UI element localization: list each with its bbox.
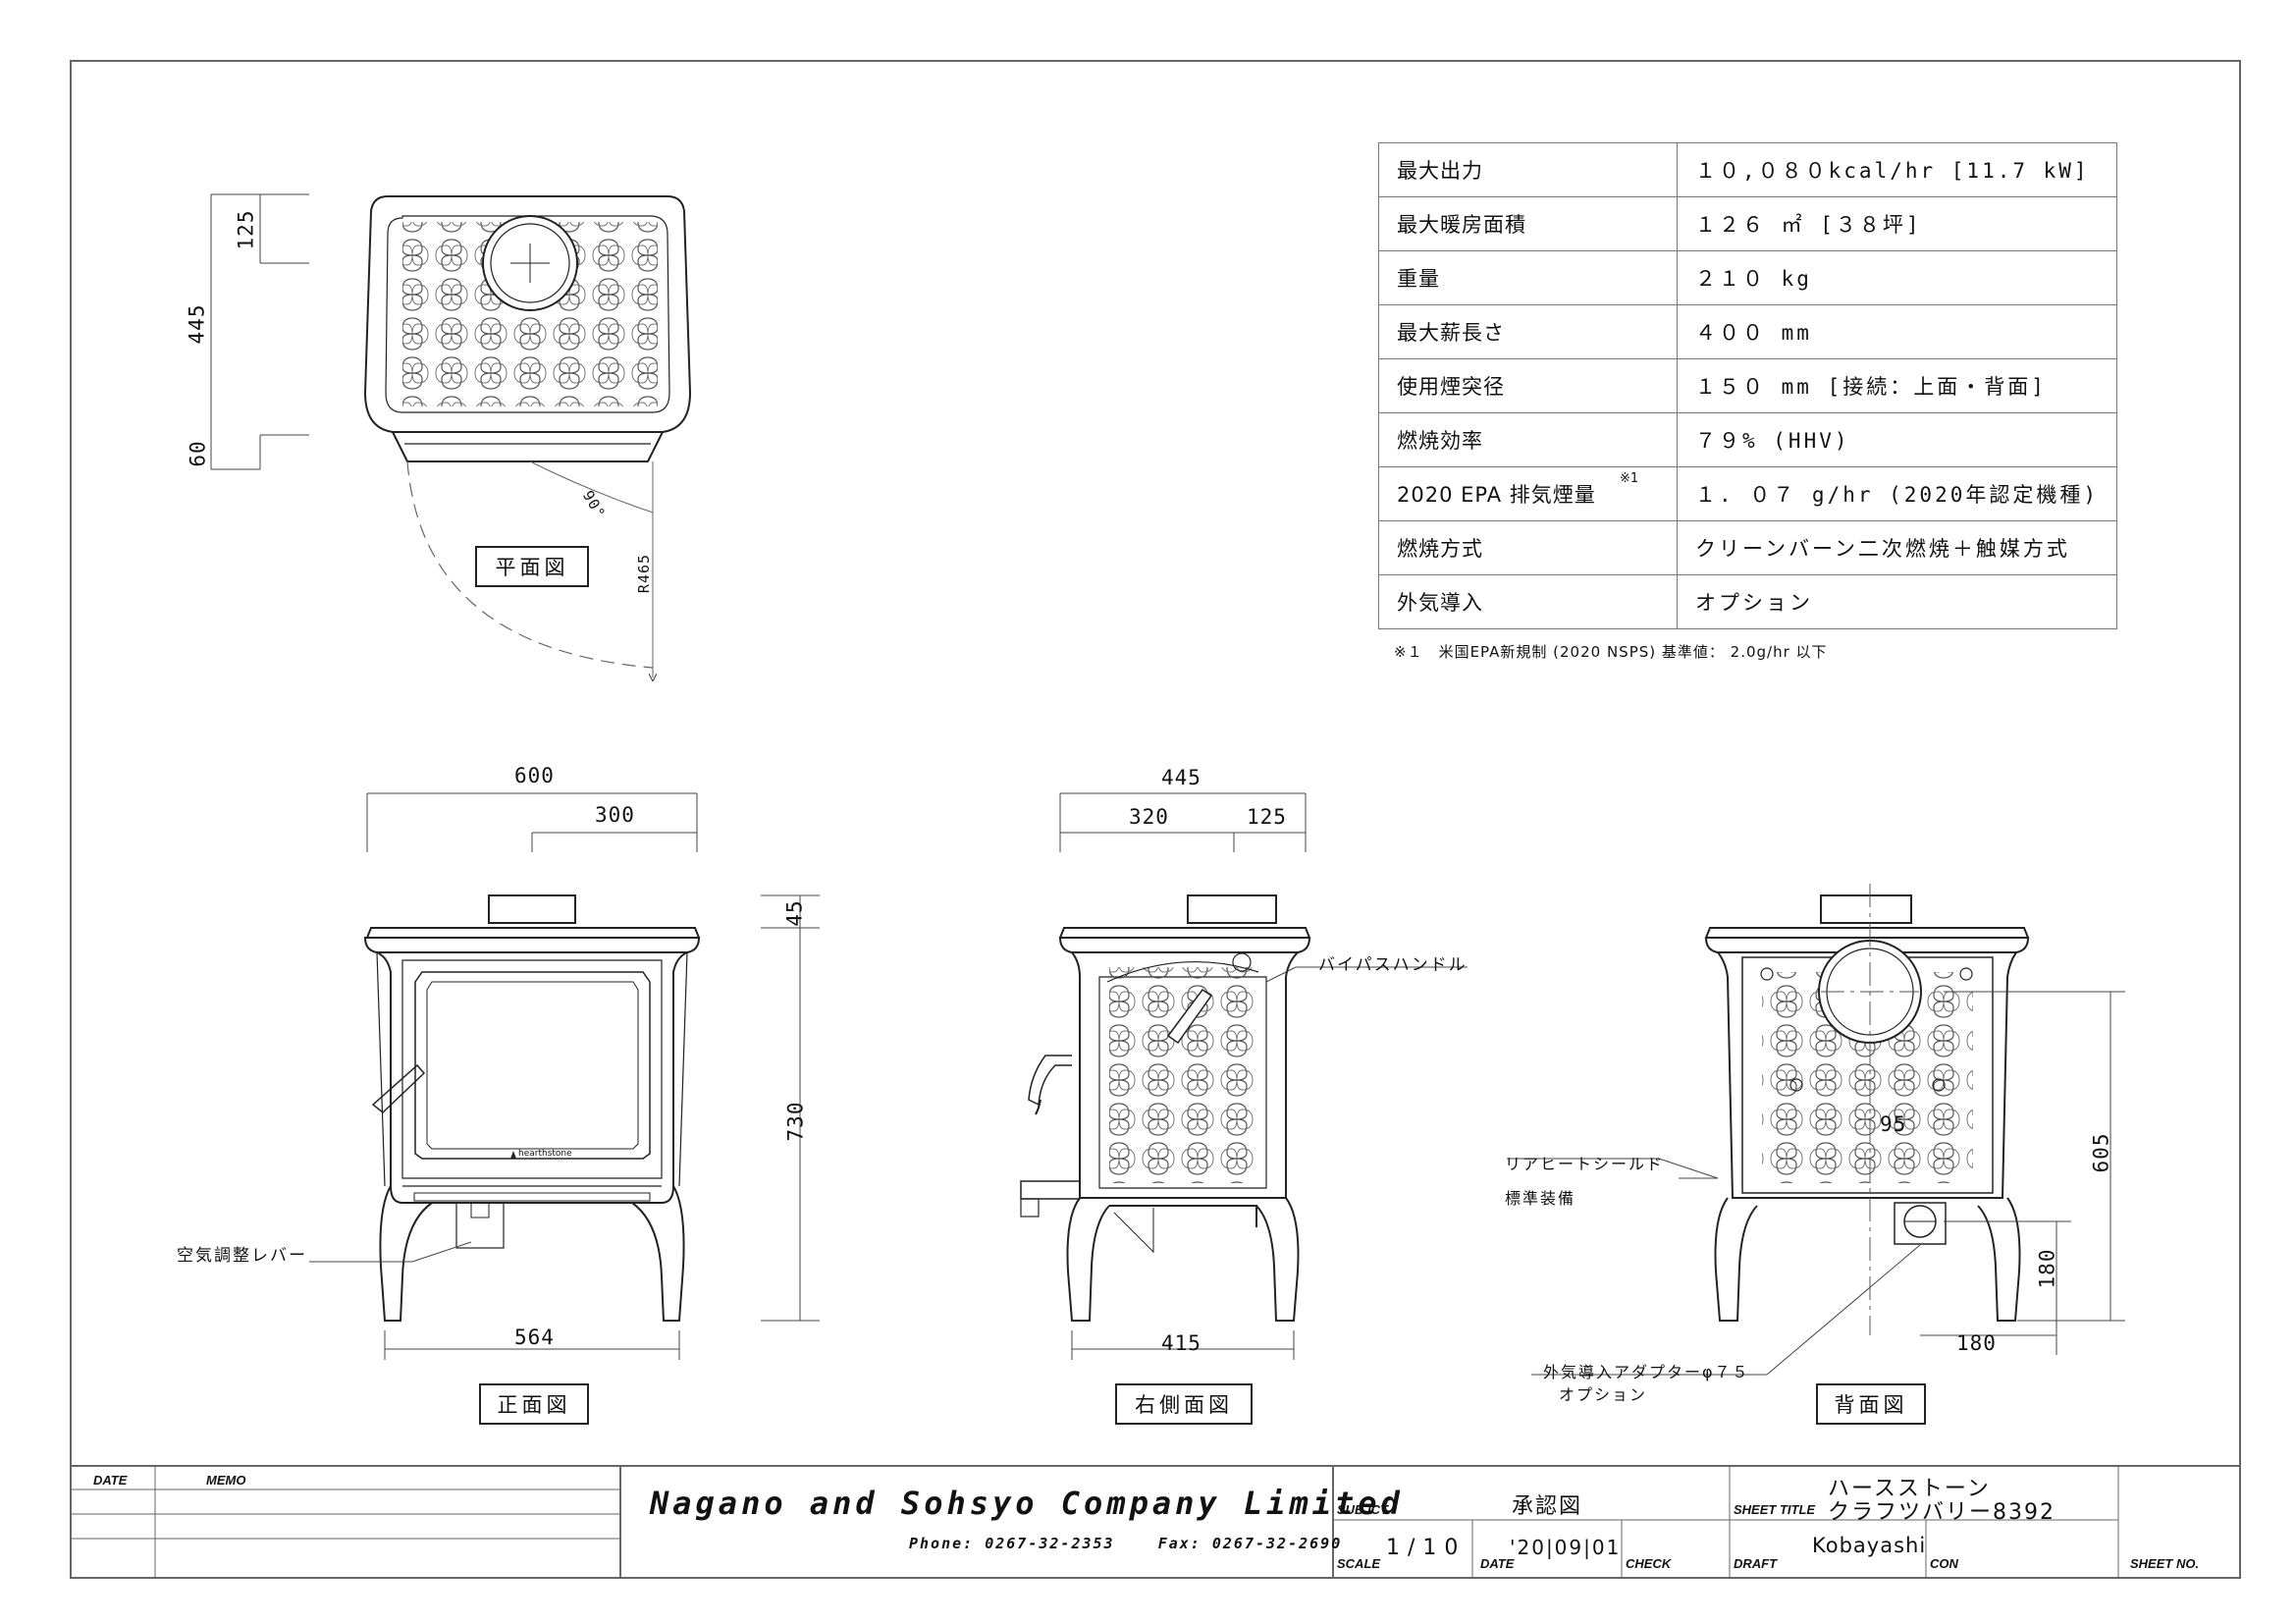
tb-subject-label: SUBJCT [1337,1502,1389,1517]
tb-sheet-title-1: ハースストーン [1828,1477,1991,1501]
tb-scale-value: 1/10 [1386,1536,1467,1560]
callout-air-adapter-option: オプション [1559,1385,1648,1404]
brand-logo-text: hearthstone [518,1149,572,1159]
spec-label: 外気導入 [1378,574,1678,629]
dim-front-45: 45 [782,899,807,927]
dim-front-730: 730 [783,1101,808,1142]
spec-value: オプション [1676,574,2118,629]
tb-check-label: CHECK [1626,1556,1672,1571]
spec-value: クリーンバーン二次燃焼＋触媒方式 [1676,520,2118,575]
spec-label: 最大薪長さ [1378,304,1678,359]
spec-value: １５０ mm [接続：上面・背面] [1676,358,2118,413]
tb-company-name: Nagano and Sohsyo Company Limited [650,1485,1404,1522]
tb-sheet-title-label: SHEET TITLE [1734,1502,1816,1517]
spec-note-mark: ※1 [1620,471,1639,486]
callout-rear-shield-standard: 標準装備 [1505,1189,1576,1208]
dim-back-605: 605 [2089,1132,2113,1173]
dim-front-564: 564 [514,1326,555,1349]
front-view-label: 正面図 [479,1383,589,1425]
back-view-label: 背面図 [1816,1383,1926,1425]
right-side-view [1020,792,1468,1360]
tb-sheet-title-2: クラフツバリー8392 [1828,1500,2056,1525]
spec-value: １. ０７ g/hr (2020年認定機種) [1676,466,2118,521]
tb-sheet-no-label: SHEET NO. [2130,1556,2200,1571]
tb-draft-label: DRAFT [1734,1556,1778,1571]
right-view-label: 右側面図 [1115,1383,1253,1425]
tb-memo-header: MEMO [206,1473,246,1488]
dim-back-180-vertical: 180 [2035,1248,2059,1289]
spec-value: １０,０８０kcal/hr [11.7 kW] [1676,142,2118,197]
spec-label: 燃焼方式 [1378,520,1678,575]
dim-side-320: 320 [1129,805,1169,829]
back-view [1507,884,2125,1376]
dim-plan-125: 125 [234,209,258,250]
tb-con-label: CON [1930,1556,1958,1571]
spec-label: 最大出力 [1378,142,1678,197]
dim-side-125: 125 [1247,805,1287,829]
plan-view-label: 平面図 [475,546,589,587]
tb-subject-value: 承認図 [1512,1494,1583,1519]
spec-value: ４００ mm [1676,304,2118,359]
spec-row: 外気導入オプション [1378,574,2118,629]
dim-plan-radius: R465 [635,553,654,594]
spec-label: 2020 EPA 排気煙量 [1378,466,1678,521]
dim-plan-445: 445 [185,303,209,345]
tb-draft-value: Kobayashi [1812,1534,1927,1557]
callout-air-lever: 空気調整レバー [177,1246,307,1266]
dim-front-600: 600 [514,764,555,787]
dim-side-415: 415 [1161,1331,1201,1355]
tb-date-header: DATE [93,1473,128,1488]
dim-side-445: 445 [1161,766,1201,789]
dim-back-180-horizontal: 180 [1956,1331,1997,1355]
tb-date-label: DATE [1480,1556,1515,1571]
callout-rear-shield: リアヒートシールド [1505,1155,1665,1173]
spec-value: ２１０ kg [1676,250,2118,305]
spec-value: ７９% (HHV) [1676,412,2118,467]
spec-label: 重量 [1378,250,1678,305]
dim-front-300: 300 [595,803,635,827]
spec-label: 使用煙突径 [1378,358,1678,413]
spec-row: 燃焼方式クリーンバーン二次燃焼＋触媒方式 [1378,520,2118,575]
spec-note: ※１ 米国EPA新規制 (2020 NSPS) 基準値： 2.0g/hr 以下 [1394,643,1828,661]
callout-air-adapter: 外気導入アダプターφ７５ [1543,1363,1750,1381]
spec-label: 最大暖房面積 [1378,196,1678,251]
tb-scale-label: SCALE [1337,1556,1381,1571]
spec-value: １２６ ㎡ [３８坪] [1676,196,2118,251]
callout-bypass-handle: バイパスハンドル [1318,955,1468,975]
dim-back-95: 95 [1880,1112,1907,1136]
dim-plan-60: 60 [186,440,210,467]
front-view [309,792,820,1360]
spec-label: 燃焼効率 [1378,412,1678,467]
plan-view [210,193,692,677]
title-block-grid [71,1465,2240,1578]
sheet-border [70,60,2241,1579]
tb-date-value: '20|09|01 [1510,1536,1622,1559]
tb-phone-fax: Phone: 0267-32-2353 Fax: 0267-32-2690 [909,1535,1343,1552]
